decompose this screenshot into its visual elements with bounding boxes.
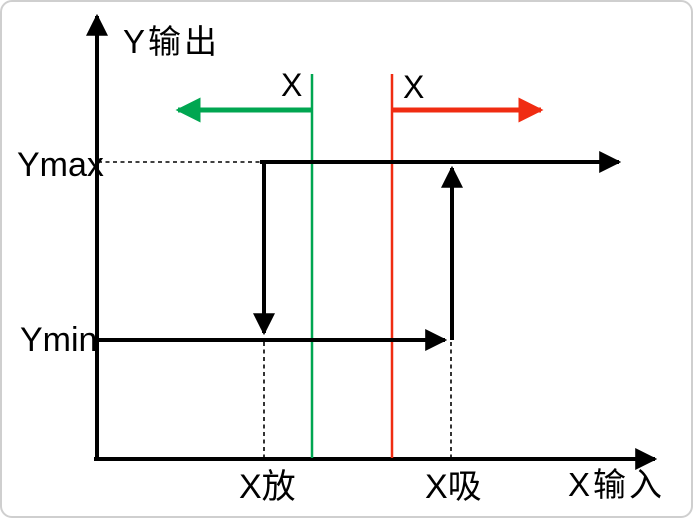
release-sweep-label: X <box>281 67 302 103</box>
ymax-label: Ymax <box>17 146 104 184</box>
x-pickup-label: X吸 <box>425 468 482 506</box>
x-axis-title: X输入 <box>568 466 665 503</box>
x-release-label: X放 <box>239 468 296 506</box>
ymin-label: Ymin <box>20 321 97 359</box>
y-axis-title: Y输出 <box>123 23 220 60</box>
pickup-sweep-label: X <box>403 69 424 105</box>
